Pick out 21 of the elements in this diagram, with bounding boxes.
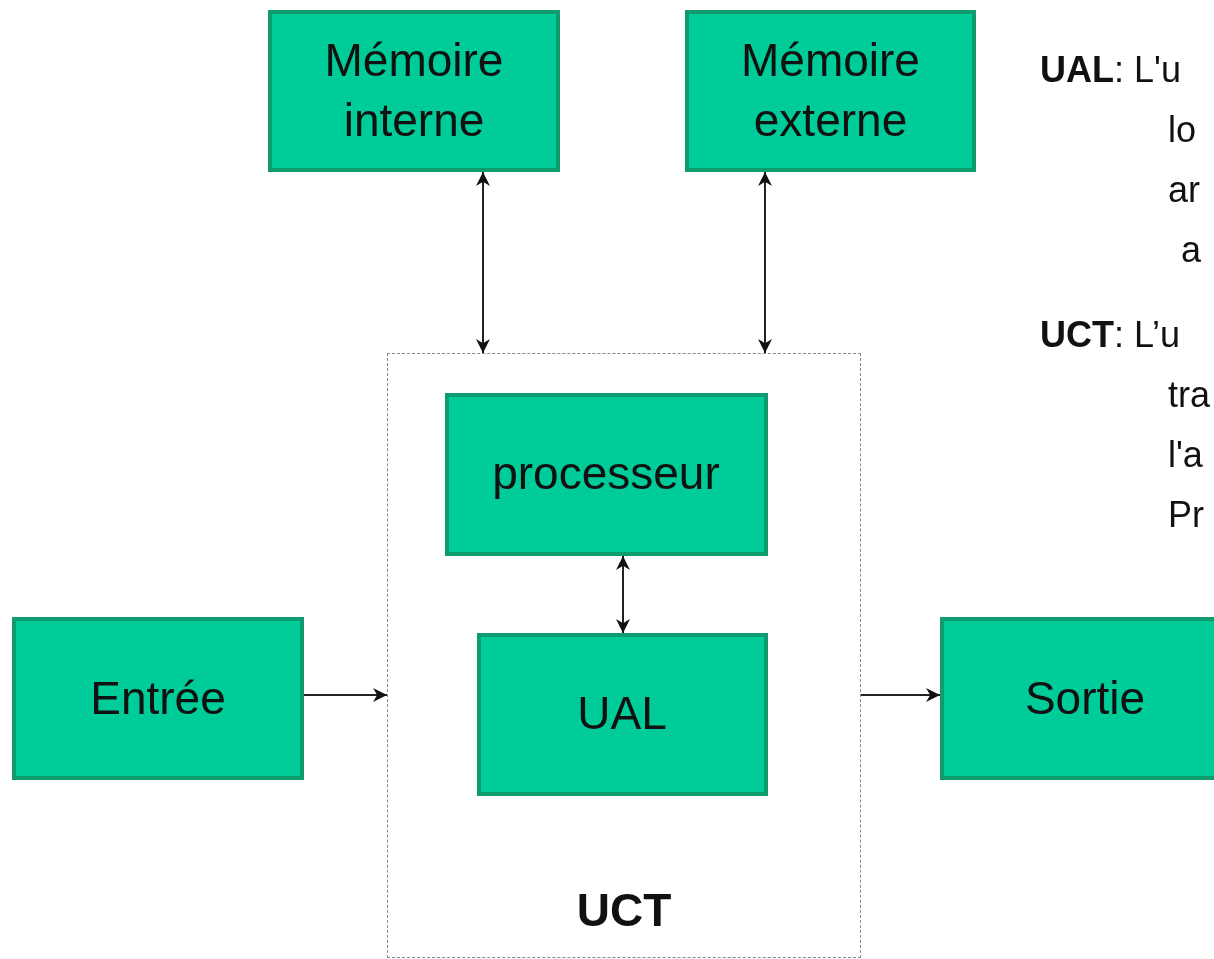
note-text: tra — [1168, 377, 1210, 413]
arrow — [758, 171, 772, 354]
process-box: processeur — [444, 392, 768, 556]
note-text: l'a — [1168, 437, 1203, 473]
note-text: UAL: L'u — [1040, 52, 1181, 88]
arrow — [303, 688, 388, 702]
note-text: lo — [1168, 112, 1197, 148]
note-text: a — [1181, 232, 1202, 268]
dashed-frame — [387, 353, 861, 958]
arrow — [476, 171, 490, 354]
process-box: Mémoire interne — [268, 10, 560, 172]
arrow — [860, 688, 941, 702]
frame-title: UCT — [575, 883, 673, 937]
note-text: ar — [1168, 172, 1200, 208]
process-box: Sortie — [940, 617, 1214, 780]
process-box: Entrée — [12, 617, 304, 780]
process-box: UAL — [476, 632, 768, 796]
arrow — [616, 555, 630, 634]
process-box: Mémoire externe — [685, 10, 976, 172]
note-text: UCT: L’u — [1040, 317, 1181, 353]
note-text: Pr — [1168, 497, 1204, 533]
